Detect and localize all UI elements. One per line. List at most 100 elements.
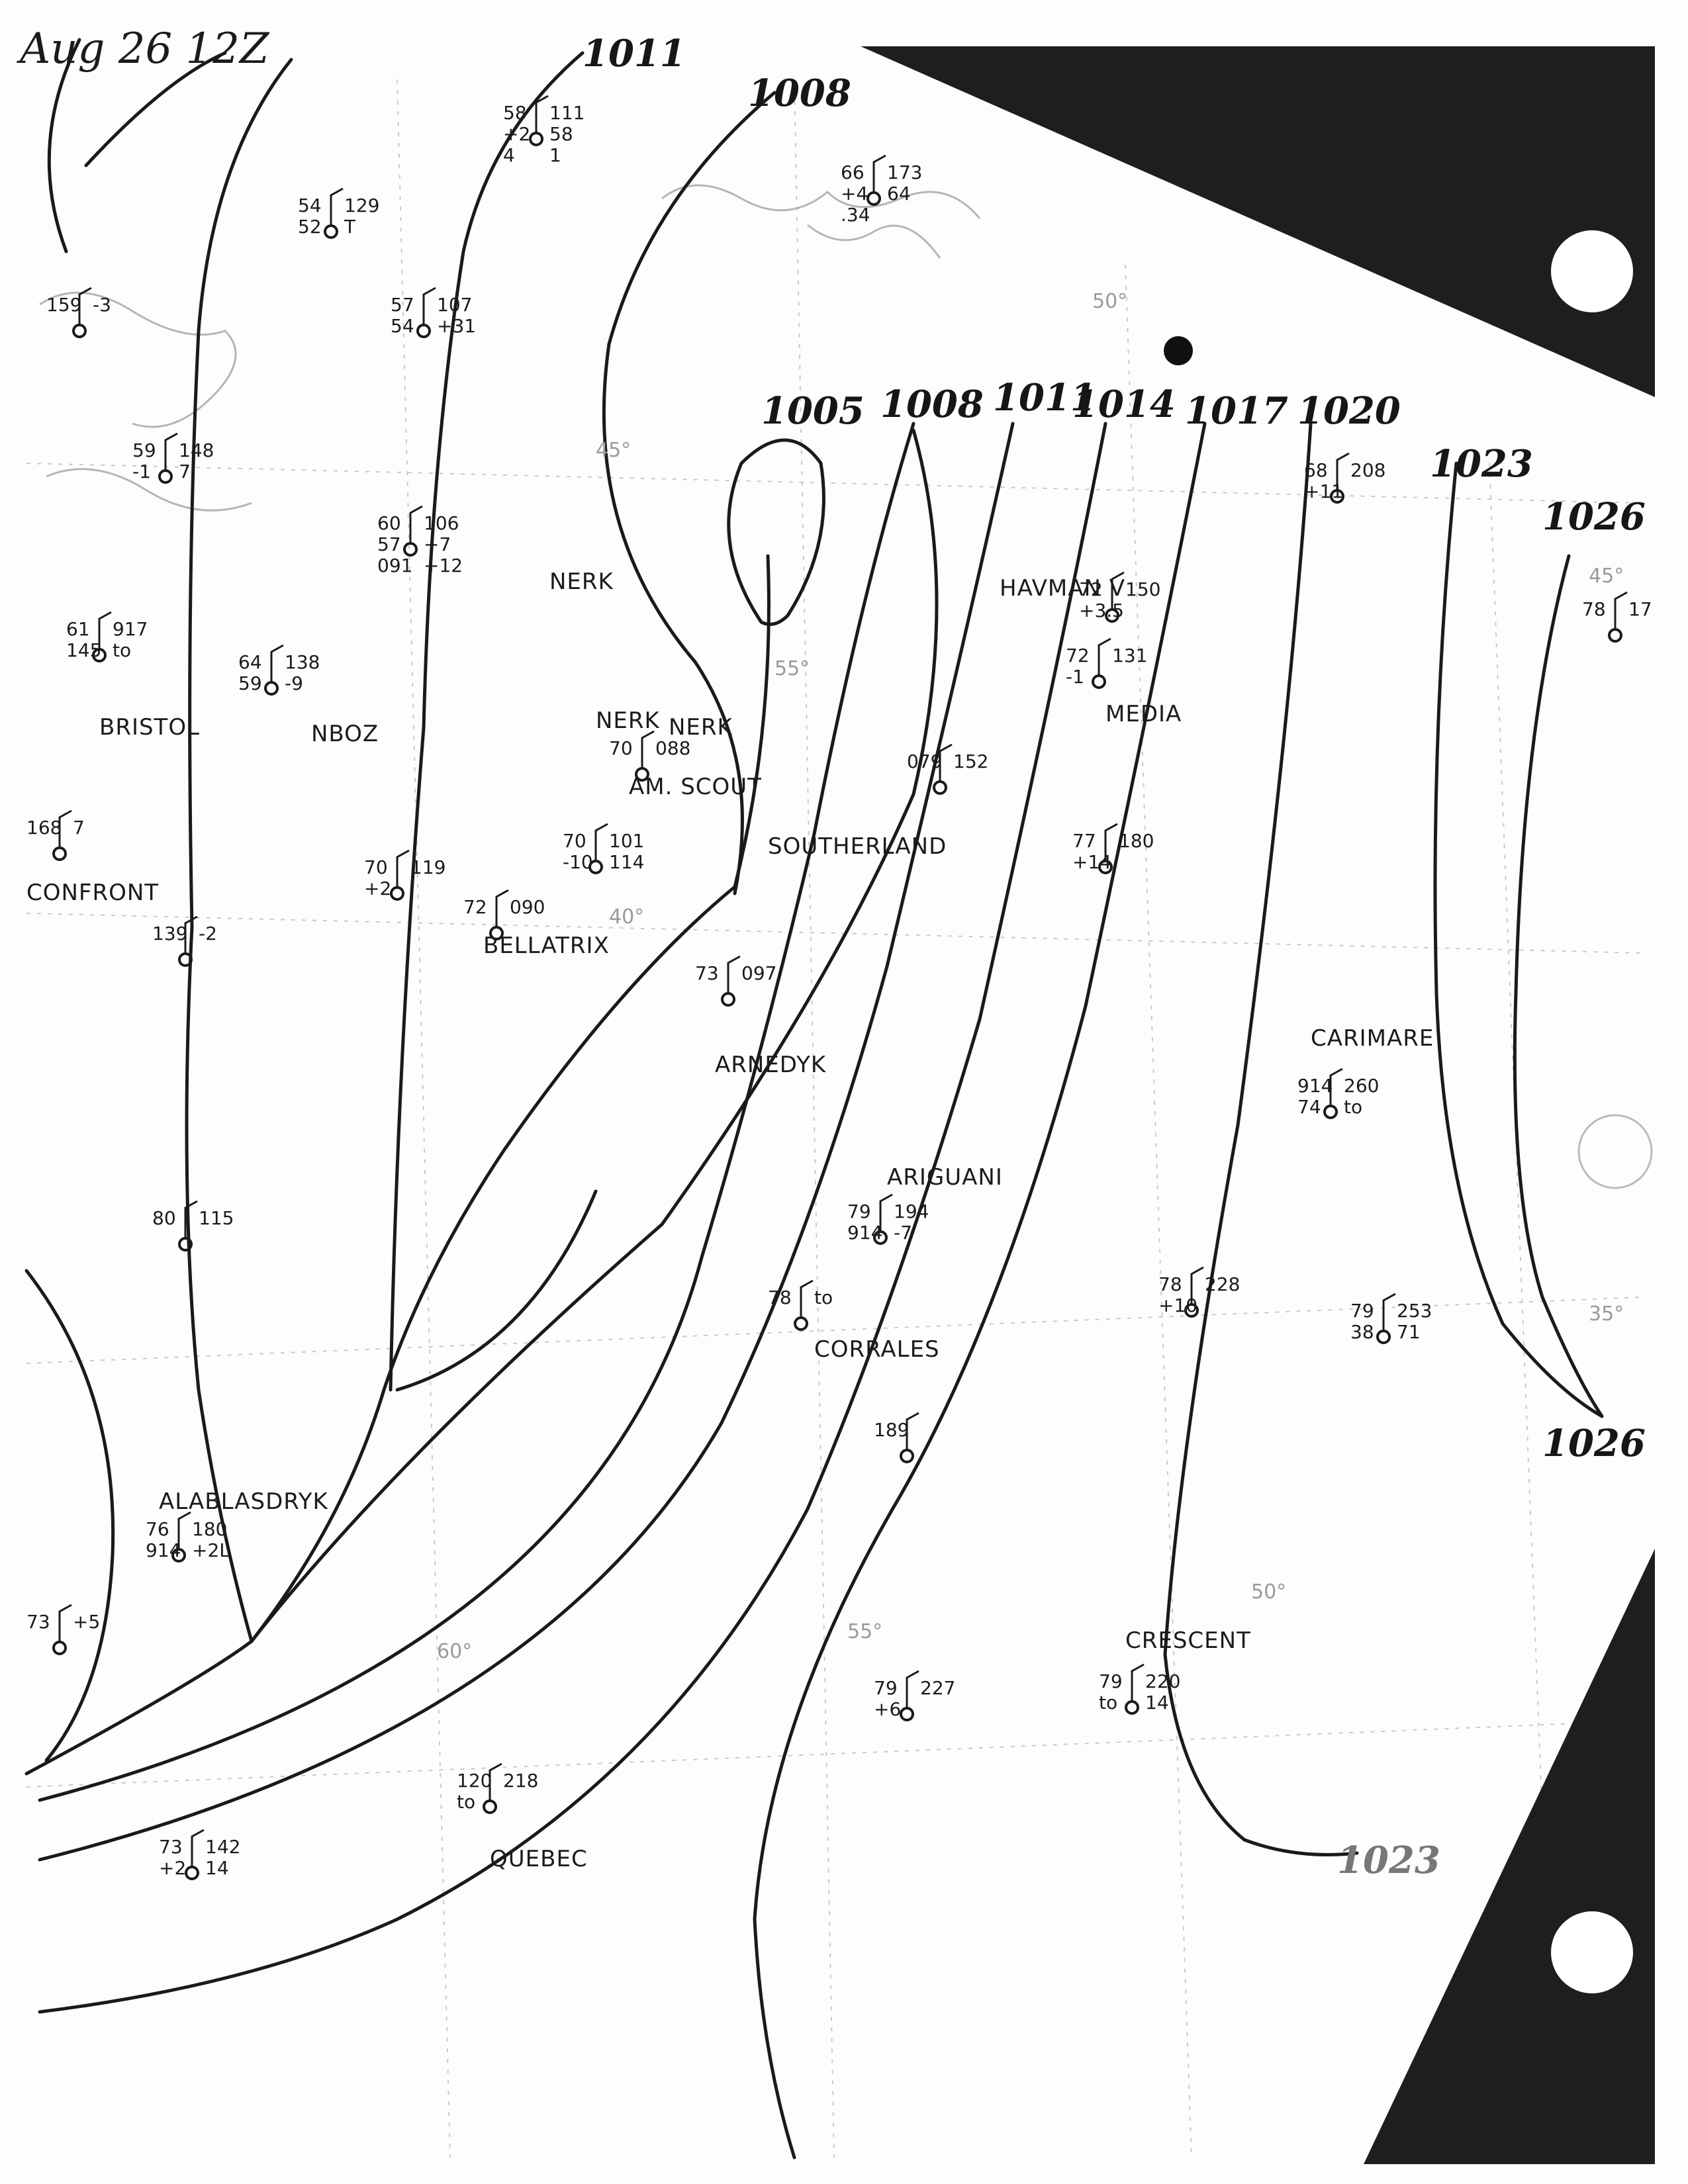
obs-value: 218 <box>503 1770 538 1792</box>
isobar-label: 1020 <box>1297 389 1401 433</box>
obs-value: 54 <box>298 195 322 216</box>
station-circle <box>324 224 338 239</box>
station-circle <box>52 846 67 861</box>
obs-value: -1 <box>132 461 151 482</box>
wind-barb <box>594 823 608 861</box>
obs-value: -10 <box>563 851 593 873</box>
obs-value: to <box>1099 1692 1117 1713</box>
isobar-label: 1011 <box>583 32 686 75</box>
wind-barb <box>800 1279 814 1318</box>
obs-value: 77 <box>1072 830 1096 852</box>
station-plot: 73+5 <box>26 1604 100 1655</box>
isobar-1020-top <box>1163 422 1359 1856</box>
obs-value: 79 <box>1350 1300 1374 1322</box>
wind-barb <box>184 915 198 954</box>
obs-value: 79 <box>874 1677 898 1699</box>
obs-value: 114 <box>609 851 644 873</box>
obs-value: 111 <box>549 102 585 124</box>
obs-value: 54 <box>391 315 414 337</box>
obs-value: 78 <box>1158 1273 1182 1295</box>
dark-edge-bottom-right <box>1364 1549 1655 2164</box>
latitude-mark: 50° <box>1251 1580 1286 1604</box>
station-circle <box>867 191 881 206</box>
obs-value: 115 <box>199 1207 234 1229</box>
ship-name: ARNEDYK <box>715 1052 827 1078</box>
isobar-label: 1026 <box>1542 495 1646 539</box>
ship-name: NERK <box>669 714 733 741</box>
isobar-1026-top <box>1513 554 1604 1418</box>
obs-value: 253 <box>1397 1300 1432 1322</box>
obs-value: 914 <box>1297 1075 1333 1097</box>
obs-value: +2L <box>192 1539 230 1561</box>
ship-name: BRISTOL <box>99 714 200 741</box>
obs-value: 72 <box>1079 578 1103 600</box>
isobars <box>24 38 1604 2160</box>
wind-barb <box>164 432 178 471</box>
obs-value: 52 <box>298 216 322 238</box>
ship-name: ARIGUANI <box>887 1164 1003 1191</box>
latitude-mark: 45° <box>596 439 631 462</box>
obs-value: +31 <box>437 315 476 337</box>
isobar-label: 1011 <box>993 376 1096 420</box>
obs-value: 73 <box>159 1836 183 1858</box>
station-circle <box>403 542 418 557</box>
ship-name: BELLATRIX <box>483 933 610 959</box>
obs-value: 189 <box>874 1419 909 1441</box>
wind-barb <box>1336 452 1350 490</box>
isobar-1017-top <box>753 422 1207 2160</box>
obs-value: 7 <box>73 817 85 839</box>
station-circle <box>185 1866 199 1880</box>
wind-barb <box>906 1412 919 1450</box>
wind-barb <box>535 95 549 133</box>
ship-name: ALABLASDRYK <box>159 1488 329 1515</box>
obs-value: +4 <box>841 183 868 205</box>
obs-value: -9 <box>285 672 303 694</box>
obs-value: -7 <box>894 1222 912 1244</box>
obs-value: to <box>1344 1096 1362 1118</box>
obs-value: 917 <box>113 618 148 640</box>
isobar-label: 1017 <box>1185 389 1288 433</box>
station-circle <box>264 681 279 696</box>
obs-value: 74 <box>1297 1096 1321 1118</box>
ship-name: NBOZ <box>311 721 379 747</box>
obs-value: 220 <box>1145 1670 1180 1692</box>
obs-value: 79 <box>1099 1670 1123 1692</box>
latitude-mark: 45° <box>1589 565 1624 588</box>
wind-barb <box>489 1762 502 1801</box>
obs-value: 180 <box>192 1518 227 1540</box>
wind-barb <box>191 1829 205 1867</box>
obs-value: +14 <box>1072 851 1111 873</box>
obs-value: 097 <box>741 962 776 984</box>
ship-name: CONFRONT <box>26 880 159 906</box>
station-circle <box>483 1799 497 1814</box>
wind-barb <box>1614 591 1628 629</box>
latitude-mark: 40° <box>609 905 644 929</box>
wind-barb <box>1111 571 1125 610</box>
obs-value: T <box>344 216 356 238</box>
wind-barb <box>1104 823 1118 861</box>
obs-value: 78 <box>768 1287 792 1308</box>
obs-value: 64 <box>238 651 262 673</box>
obs-value: +5 <box>73 1611 100 1633</box>
wind-barb <box>396 849 410 887</box>
obs-value: 7 <box>179 461 191 482</box>
obs-value: 145 <box>66 639 101 661</box>
latitude-mark: 55° <box>847 1620 882 1643</box>
obs-value: 4 <box>503 144 515 166</box>
station-circle <box>794 1316 808 1331</box>
obs-value: 72 <box>1066 645 1090 666</box>
dark-edge-top-right <box>861 46 1655 397</box>
wind-barb <box>641 730 655 768</box>
obs-value: 914 <box>146 1539 181 1561</box>
